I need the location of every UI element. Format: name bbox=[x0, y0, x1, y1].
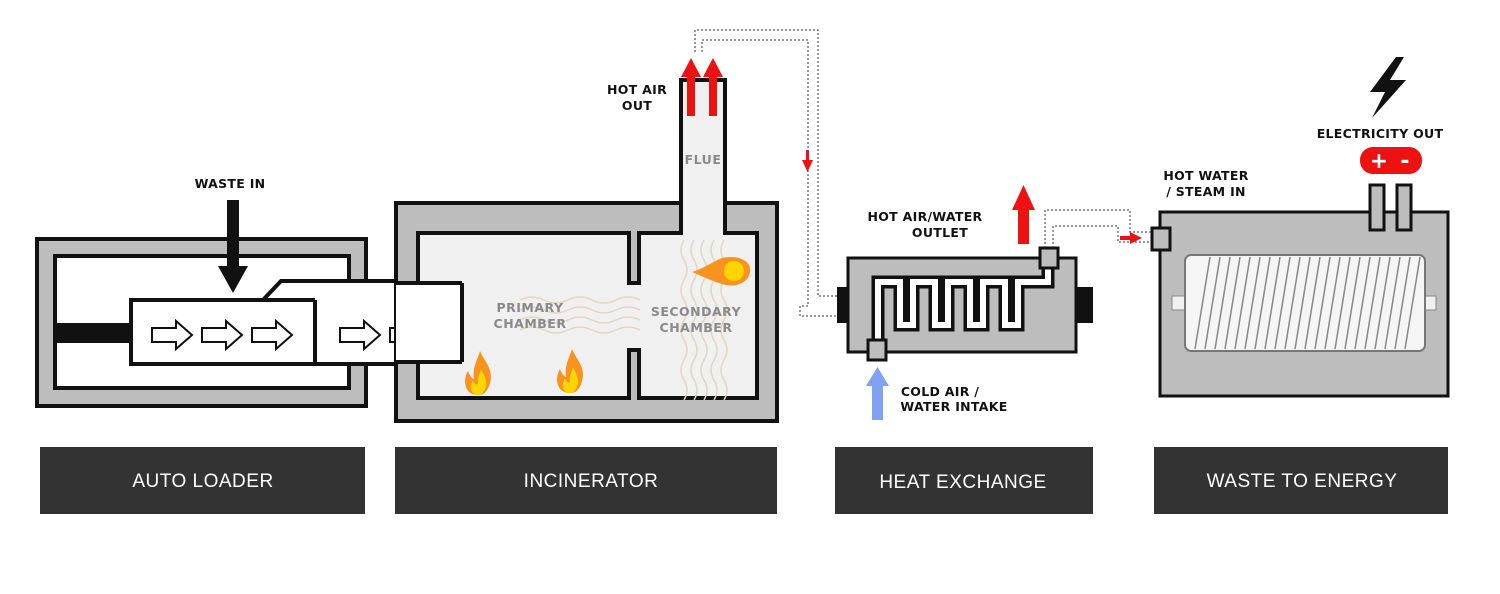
flue-label: FLUE bbox=[685, 152, 722, 167]
primary-chamber-heat-waves bbox=[519, 296, 641, 334]
duct-flow-arrow-icon bbox=[802, 150, 813, 172]
cold-intake-label-line2: WATER INTAKE bbox=[900, 399, 1007, 414]
hot-outlet-arrow-icon bbox=[1012, 185, 1035, 244]
waste-in-arrow-icon bbox=[218, 200, 248, 293]
stage-label-heat-exchange: HEAT EXCHANGE bbox=[879, 472, 1046, 493]
electricity-out-label: ELECTRICITY OUT bbox=[1317, 126, 1444, 141]
cold-intake-label-line1: COLD AIR / bbox=[901, 384, 979, 399]
stage-label-incinerator: INCINERATOR bbox=[524, 471, 659, 492]
plus-terminal-label: + bbox=[1370, 149, 1388, 174]
cold-intake-arrow-icon bbox=[866, 367, 889, 420]
primary-chamber-label-line2: CHAMBER bbox=[494, 316, 567, 331]
generator-coil bbox=[1184, 254, 1426, 352]
lightning-bolt-icon bbox=[1370, 57, 1406, 118]
flue-to-exchanger-duct bbox=[694, 29, 848, 317]
generator-unit: + - ELECTRICITY OUT HOT WATER / STEAM IN bbox=[1150, 57, 1450, 398]
fireball-icon bbox=[692, 256, 751, 286]
outlet-port bbox=[1038, 246, 1060, 270]
heat-exchange-unit: HOT AIR/WATER OUTLET COLD AIR / WATER IN… bbox=[837, 185, 1093, 420]
stage-panel-waste-to-energy bbox=[1154, 447, 1448, 514]
hot-air-out-label-line2: OUT bbox=[622, 98, 652, 113]
steam-inlet-port bbox=[1150, 226, 1172, 252]
stage-panels: AUTO LOADER INCINERATOR HEAT EXCHANGE WA… bbox=[40, 447, 1448, 514]
steam-in-label-line2: / STEAM IN bbox=[1166, 184, 1246, 199]
stage-panel-auto-loader bbox=[40, 447, 365, 514]
intake-port bbox=[866, 338, 888, 362]
stage-panel-heat-exchange bbox=[835, 447, 1093, 514]
stage-label-waste-to-energy: WASTE TO ENERGY bbox=[1207, 471, 1398, 492]
loader-ram-rod bbox=[55, 323, 133, 343]
secondary-chamber-label-line2: CHAMBER bbox=[660, 320, 733, 335]
stage-label-auto-loader: AUTO LOADER bbox=[132, 471, 273, 492]
pipe-flow-arrow-icon bbox=[1120, 232, 1142, 244]
battery-terminals-icon: + - bbox=[1360, 147, 1422, 174]
steam-in-label-line1: HOT WATER bbox=[1163, 168, 1248, 183]
primary-chamber-label-line1: PRIMARY bbox=[496, 300, 563, 315]
waste-in-label: WASTE IN bbox=[195, 176, 266, 191]
hot-outlet-label-line1: HOT AIR/WATER bbox=[867, 209, 982, 224]
incinerator-unit: PRIMARY CHAMBER SECONDARY CHAMBER FLUE H… bbox=[394, 58, 779, 423]
hot-outlet-label-line2: OUTLET bbox=[912, 225, 968, 240]
stage-panel-incinerator bbox=[395, 447, 777, 514]
exchanger-to-generator-pipe bbox=[1044, 209, 1152, 248]
hot-air-out-arrow-icon bbox=[681, 58, 723, 116]
hot-air-out-label-line1: HOT AIR bbox=[607, 82, 667, 97]
secondary-chamber-label-line1: SECONDARY bbox=[651, 304, 742, 319]
minus-terminal-label: - bbox=[1400, 149, 1409, 174]
